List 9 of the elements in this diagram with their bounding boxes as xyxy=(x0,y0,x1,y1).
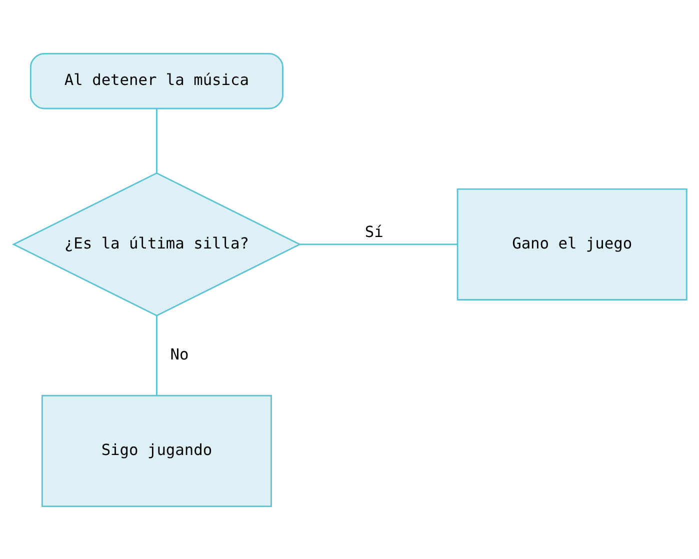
edge-label: No xyxy=(170,345,188,364)
connector xyxy=(155,108,157,172)
connector xyxy=(155,315,157,396)
connector xyxy=(299,243,458,245)
node-diamond: ¿Es la última silla? xyxy=(12,172,301,316)
node-box: Al detener la música xyxy=(29,52,283,109)
node-box: Sigo jugando xyxy=(40,394,272,507)
node-box: Gano el juego xyxy=(456,188,687,300)
edge-label: Sí xyxy=(364,222,383,240)
